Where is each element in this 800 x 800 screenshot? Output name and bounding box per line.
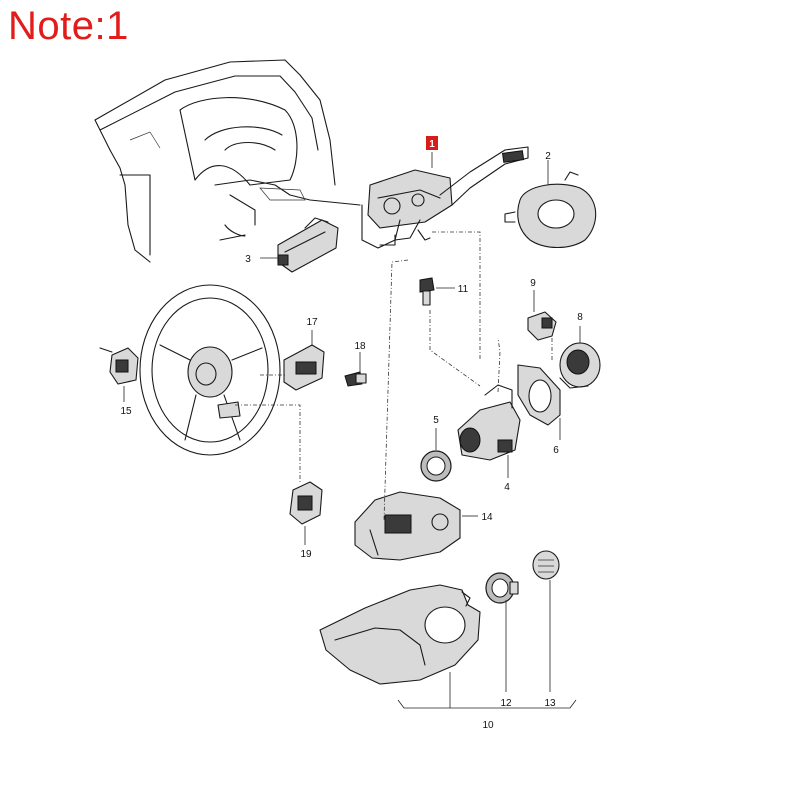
callout-11: 11: [458, 284, 469, 295]
part-9-connector: [527, 311, 557, 341]
callout-8: 8: [577, 312, 583, 323]
part-1-combination-switch: [361, 146, 529, 249]
callout-18: 18: [354, 341, 366, 352]
callout-3: 3: [245, 254, 251, 265]
part-5-ring: [420, 450, 452, 482]
callout-14: 14: [481, 512, 493, 523]
callout-1-highlight: [426, 136, 438, 150]
part-2-clock-spring: [504, 171, 597, 249]
part-8-ignition-switch: [559, 342, 601, 389]
dashboard-outline: [94, 59, 361, 263]
part-4-lock-housing: [457, 384, 521, 461]
part-18-screw: [344, 371, 367, 387]
part-6-bracket: [517, 364, 561, 426]
part-3-switch-module: [277, 217, 339, 273]
part-17-module: [283, 344, 325, 391]
callout-6: 6: [553, 445, 559, 456]
callout-4: 4: [504, 482, 510, 493]
part-15-switch: [99, 347, 139, 385]
part-14-housing: [354, 491, 461, 561]
callout-2: 2: [545, 151, 551, 162]
callout-10: 10: [482, 720, 494, 731]
part-13-disc: [532, 550, 560, 580]
part-10-column-cover: [319, 584, 481, 685]
callout-15: 15: [120, 406, 132, 417]
callout-12: 12: [500, 698, 512, 709]
part-11-bolt: [419, 277, 435, 306]
callout-13: 13: [544, 698, 556, 709]
note-title: Note:1: [8, 4, 129, 48]
callout-labels: 1 2 3 4 5 6 8 9 10 11 12 13 14 15 17 18 …: [120, 136, 583, 731]
callout-19: 19: [300, 549, 312, 560]
part-12-ring: [485, 572, 519, 604]
callout-1: 1: [429, 139, 435, 150]
part-19-switch: [289, 481, 323, 525]
callout-9: 9: [530, 278, 536, 289]
callout-5: 5: [433, 415, 439, 426]
steering-wheel: [139, 284, 281, 456]
callout-17: 17: [306, 317, 318, 328]
leader-lines: [123, 152, 581, 709]
